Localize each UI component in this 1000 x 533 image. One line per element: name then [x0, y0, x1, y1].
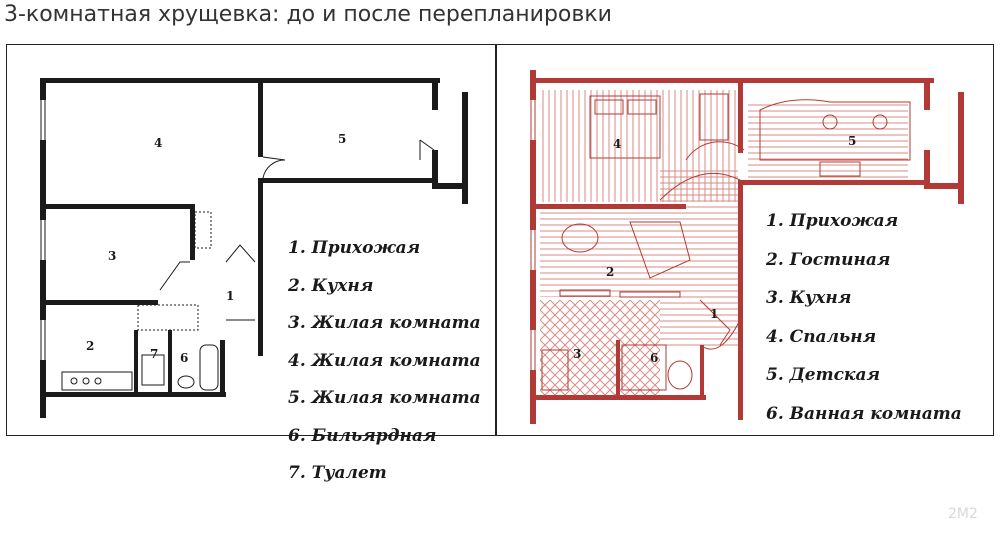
room-number: 6: [180, 351, 188, 365]
room-number: 5: [338, 132, 346, 146]
legend-item: 4. Спальня: [766, 326, 877, 347]
room-number: 4: [154, 136, 162, 150]
legend-before: 1. Прихожая 2. Кухня 3. Жилая комната 4.…: [288, 230, 481, 493]
room-number: 4: [613, 137, 621, 151]
legend-item: 7. Туалет: [288, 463, 387, 483]
legend-item: 4. Жилая комната: [288, 350, 481, 371]
legend-item: 1. Прихожая: [766, 211, 899, 231]
room-number: 6: [650, 351, 658, 365]
legend-item: 2. Гостиная: [766, 249, 891, 270]
room-number: 7: [150, 347, 158, 361]
floor-plan-before: 1 2 3 4 5 6 7: [40, 78, 468, 418]
plan-before-panel: [6, 44, 496, 436]
legend-item: 6. Ванная комната: [766, 403, 962, 424]
legend-item: 6. Бильярдная: [288, 425, 437, 446]
legend-item: 2. Кухня: [288, 275, 374, 296]
legend-item: 3. Жилая комната: [288, 313, 481, 333]
floor-plan-after: 1 2 3 4 5 6: [530, 70, 964, 424]
legend-item: 5. Детская: [766, 365, 880, 385]
room-number: 3: [108, 249, 116, 263]
room-number: 3: [573, 347, 581, 361]
page-title: 3-комнатная хрущевка: до и после перепла…: [4, 2, 612, 27]
watermark: 2M2: [948, 506, 978, 522]
legend-item: 3. Кухня: [766, 288, 852, 308]
room-number: 2: [86, 339, 94, 353]
room-number: 2: [606, 265, 614, 279]
room-number: 1: [226, 289, 234, 303]
legend-after: 1. Прихожая 2. Гостиная 3. Кухня 4. Спал…: [766, 202, 962, 433]
room-number: 5: [848, 134, 856, 148]
legend-item: 5. Жилая комната: [288, 388, 481, 408]
legend-item: 1. Прихожая: [288, 238, 421, 258]
room-number: 1: [710, 307, 718, 321]
